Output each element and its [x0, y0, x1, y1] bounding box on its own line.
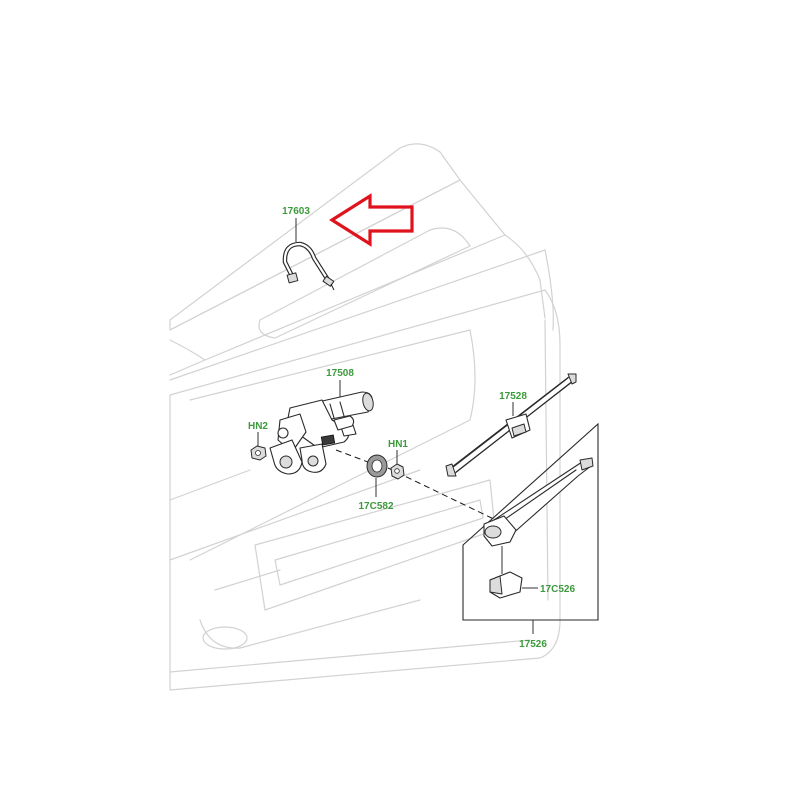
label-17508: 17508 [326, 368, 354, 379]
label-17526: 17526 [519, 639, 547, 650]
wiper-blade [445, 373, 577, 477]
assembly-centre-line [335, 449, 501, 523]
part-labels: 17603 17508 HN2 HN1 17C582 17528 17C526 … [248, 206, 575, 650]
label-17c526: 17C526 [540, 584, 575, 595]
nut-hn2 [250, 432, 267, 461]
label-hn2: HN2 [248, 421, 268, 432]
wiper-motor [269, 380, 374, 475]
wiper-arm-assembly [462, 422, 599, 634]
grommet [366, 454, 388, 497]
label-17c582: 17C582 [358, 501, 393, 512]
nut-hn1 [390, 450, 405, 480]
label-17603: 17603 [282, 206, 310, 217]
tailgate-outline [169, 143, 561, 691]
label-17528: 17528 [499, 391, 527, 402]
arrow-left-icon [329, 193, 414, 247]
label-hn1: HN1 [388, 439, 408, 450]
washer-hose [282, 218, 335, 291]
